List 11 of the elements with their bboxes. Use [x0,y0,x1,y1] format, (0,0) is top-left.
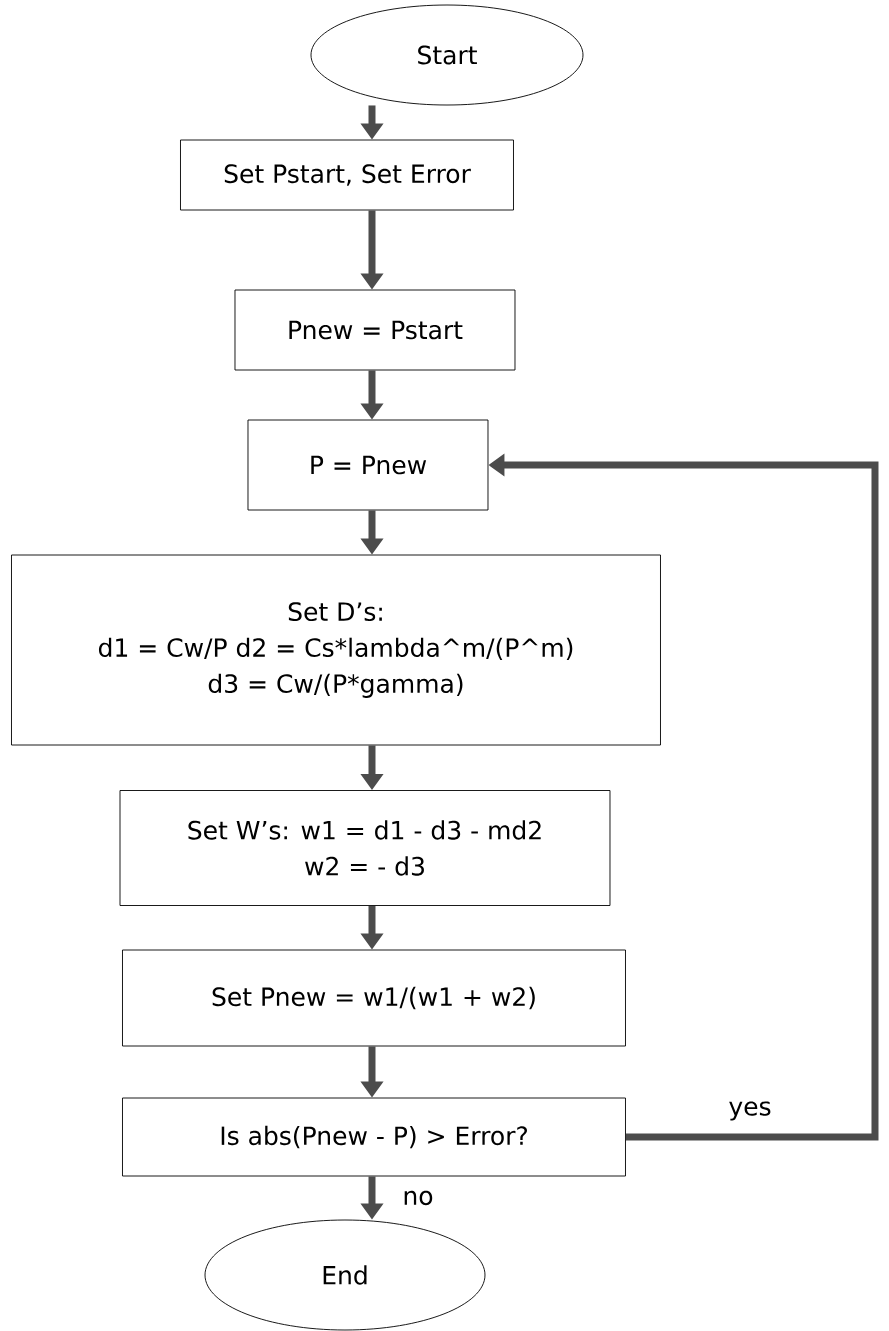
process-box: Pnew = Pstart [234,289,516,371]
edge-label: yes [729,1101,771,1121]
end-oval: End [204,1219,486,1331]
process-box: P = Pnew [247,419,489,511]
process-box: Set D’s: d1 = Cw/P d2 = Cs*lambda^m/(P^m) d3 = Cw/(P*gamma) [11,554,661,746]
process-box: Set Pnew = w1/(w1 + w2) [122,949,626,1047]
decision-box: Is abs(Pnew - P) > Error? [122,1097,626,1177]
process-box: Set Pstart, Set Error [180,139,514,211]
start-oval: Start [310,4,584,106]
process-box: Set W’s: w1 = d1 - d3 - md2 w2 = - d3 [119,790,611,906]
edge-label: no [404,1190,433,1206]
